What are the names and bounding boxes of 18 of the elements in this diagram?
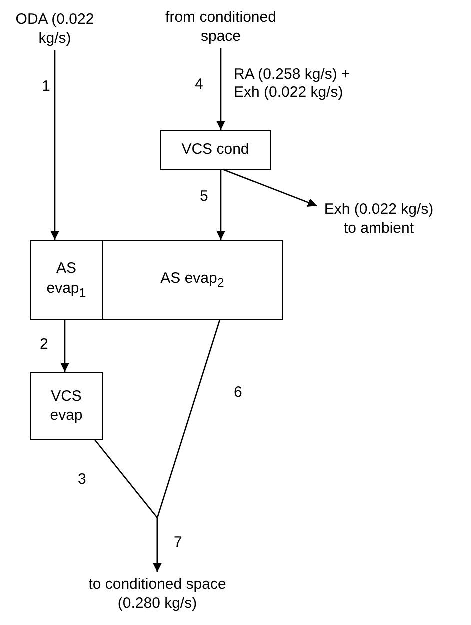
stream-label: from conditioned space [150, 6, 292, 48]
evaporator-box [30, 372, 103, 440]
box-label: AS evap$_{2}$ [160, 268, 224, 292]
arrow [216, 48, 226, 130]
stream-label: Exh (0.022 kg/s) to ambient [317, 193, 441, 245]
evaporator-box [102, 240, 283, 320]
arrow [224, 169, 318, 207]
box-label: VCS cond [182, 140, 250, 160]
stream-label: to conditioned space (0.280 kg/s) [70, 572, 245, 616]
arrow [216, 170, 226, 240]
condenser-box [160, 130, 271, 170]
evaporator-box [30, 240, 103, 320]
arrow [60, 320, 70, 372]
arrow [50, 50, 60, 240]
stream-label: ODA (0.022 kg/s) [5, 8, 105, 50]
box-label: VCS evap [49, 386, 84, 426]
arrow [153, 320, 221, 572]
box-label: AS evap$_{1}$ [46, 259, 88, 301]
